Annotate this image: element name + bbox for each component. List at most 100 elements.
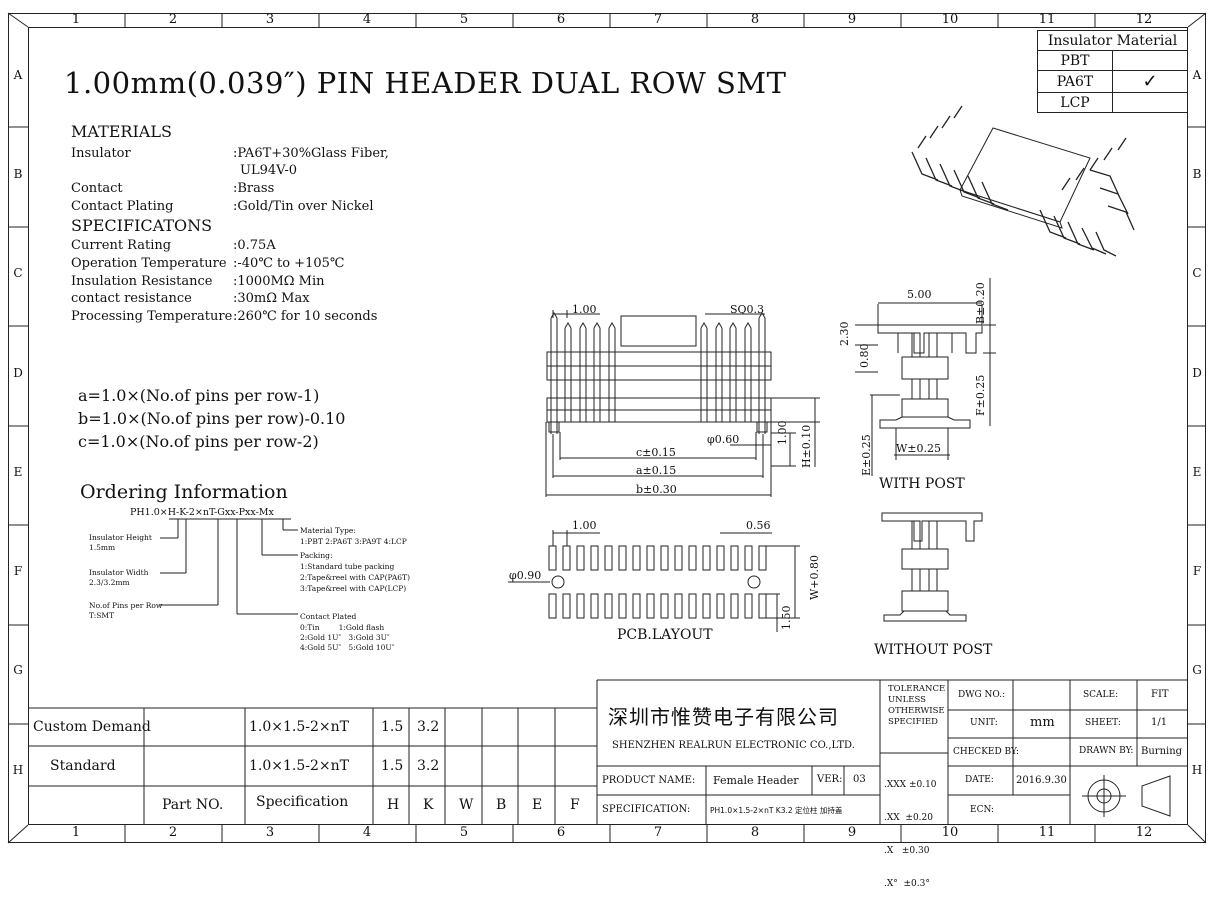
material-option: PA6T <box>1037 70 1113 93</box>
dim-c: c±0.15 <box>636 446 676 459</box>
zone-col-label: 1 <box>71 12 81 27</box>
zone-row-label: D <box>13 366 23 380</box>
ordering-code: PH1.0×H-K-2×nT-Gxx-Pxx-Mx <box>130 507 274 518</box>
spec-label: contact resistance <box>71 291 192 306</box>
insulator-material-header: Insulator Material <box>1037 30 1188 51</box>
dim-b-side: B±0.20 <box>974 282 987 324</box>
material-option: PBT <box>1037 50 1113 71</box>
dim-2-30: 2.30 <box>838 321 851 347</box>
zone-col-label: 2 <box>168 12 178 27</box>
variant-k: 3.2 <box>417 758 440 774</box>
zone-col-label: 4 <box>362 12 372 27</box>
spec-value: :260℃ for 10 seconds <box>233 309 378 324</box>
variant-name: Standard <box>50 758 116 774</box>
material-value: :Gold/Tin over Nickel <box>233 199 374 214</box>
formula-a: a=1.0×(No.of pins per row-1) <box>78 386 320 405</box>
zone-col-label: 5 <box>459 825 469 840</box>
variant-table-grid <box>28 680 598 825</box>
dim-h: H±0.10 <box>800 424 813 468</box>
product-name-label: PRODUCT NAME: <box>602 775 696 786</box>
ordering-value: 2.3/3.2mm <box>89 578 130 587</box>
ordering-leaders <box>160 518 298 615</box>
material-type-label: Material Type: <box>300 526 356 535</box>
pcb-pad-length: 1.50 <box>780 605 793 631</box>
spec-value: :-40℃ to +105℃ <box>233 256 345 271</box>
pcb-pitch: 1.00 <box>572 519 597 532</box>
material-label: Contact <box>71 181 123 196</box>
contact-plated-label: Contact Plated <box>300 612 357 621</box>
zone-col-label: 2 <box>168 825 178 840</box>
with-post-label: WITH POST <box>879 476 965 492</box>
sheet-value: 1/1 <box>1151 717 1168 728</box>
dim-diameter: φ0.60 <box>707 433 740 446</box>
material-value: UL94V-0 <box>240 163 297 178</box>
scale-label: SCALE: <box>1083 690 1119 700</box>
tolerance-value: .X° ±0.3° <box>884 879 930 889</box>
unit-label: UNIT: <box>970 718 998 728</box>
zone-row-label: H <box>1191 763 1203 777</box>
spec-label: Insulation Resistance <box>71 274 213 289</box>
zone-col-label: 3 <box>265 825 275 840</box>
zone-row-label: E <box>13 465 23 479</box>
header-b: B <box>496 797 507 813</box>
header-f: F <box>570 797 580 813</box>
isometric-connector <box>911 105 1135 257</box>
contact-plated-option: 2:Gold 1U″ 3:Gold 3U″ <box>300 633 390 642</box>
zone-row-label: A <box>1192 68 1202 82</box>
pcb-w-dim: W+0.80 <box>808 554 821 600</box>
zone-row-label: B <box>1192 167 1202 181</box>
dim-width-5: 5.00 <box>907 288 932 301</box>
checked-by-label: CHECKED BY: <box>953 747 1019 757</box>
header-w: W <box>459 797 474 813</box>
side-view-with-post <box>855 278 996 476</box>
zone-row-label: G <box>13 663 23 677</box>
unit-value: mm <box>1030 715 1055 730</box>
zone-col-label: 12 <box>1135 12 1153 27</box>
packing-label: Packing: <box>300 551 333 560</box>
materials-section: MATERIALS <box>71 122 172 141</box>
date-value: 2016.9.30 <box>1016 775 1067 786</box>
pcb-layout <box>508 530 800 632</box>
contact-plated-option: 4:Gold 5U″ 5:Gold 10U″ <box>300 643 395 652</box>
zone-col-label: 5 <box>459 12 469 27</box>
spec-value: :0.75A <box>233 238 276 253</box>
dim-square: SQ0.3 <box>730 303 765 316</box>
zone-row-label: G <box>1192 663 1202 677</box>
variant-spec: 1.0×1.5-2×nT <box>249 758 349 774</box>
zone-row-label: A <box>13 68 23 82</box>
dim-b: b±0.30 <box>636 483 677 496</box>
sheet-label: SHEET: <box>1085 718 1121 728</box>
dim-0-80: 0.80 <box>858 343 871 369</box>
zone-row-label: C <box>1192 266 1202 280</box>
zone-row-label: D <box>1192 366 1202 380</box>
ordering-label: Insulator Width <box>89 568 149 577</box>
drawing-graphics <box>7 12 1207 844</box>
scale-value: FIT <box>1151 689 1169 700</box>
specifications-heading: SPECIFICATONS <box>71 216 213 235</box>
zone-col-label: 7 <box>653 12 663 27</box>
packing-option: 3:Tape&reel with CAP(LCP) <box>300 584 407 593</box>
zone-col-label: 6 <box>556 12 566 27</box>
without-post-label: WITHOUT POST <box>874 642 993 658</box>
variant-h: 1.5 <box>381 758 404 774</box>
pcb-pad-width: 0.56 <box>746 519 771 532</box>
date-label: DATE: <box>965 775 994 785</box>
ordering-title: Ordering Information <box>80 481 288 503</box>
material-type-value: 1:PBT 2:PA6T 3:PA9T 4:LCP <box>300 537 407 546</box>
pcb-layout-label: PCB.LAYOUT <box>617 627 713 643</box>
zone-col-label: 9 <box>847 12 857 27</box>
zone-col-label: 7 <box>653 825 663 840</box>
tolerance-values: .XXX ±0.10 .XX ±0.20 .X ±0.30 .X° ±0.3° <box>884 758 937 901</box>
drawing-title: 1.00mm(0.039″) PIN HEADER DUAL ROW SMT <box>64 66 787 100</box>
formula-b: b=1.0×(No.of pins per row)-0.10 <box>78 409 346 428</box>
dwg-no-label: DWG NO.: <box>958 690 1006 700</box>
zone-row-label: F <box>1192 564 1202 578</box>
materials-heading: MATERIALS <box>71 122 172 141</box>
spec-label: Current Rating <box>71 238 172 253</box>
zone-col-label: 12 <box>1135 825 1153 840</box>
zone-col-label: 11 <box>1038 825 1056 840</box>
zone-col-label: 1 <box>71 825 81 840</box>
tolerance-heading-line: UNLESS <box>888 695 926 705</box>
zone-row-label: F <box>13 564 23 578</box>
header-h: H <box>387 797 400 813</box>
